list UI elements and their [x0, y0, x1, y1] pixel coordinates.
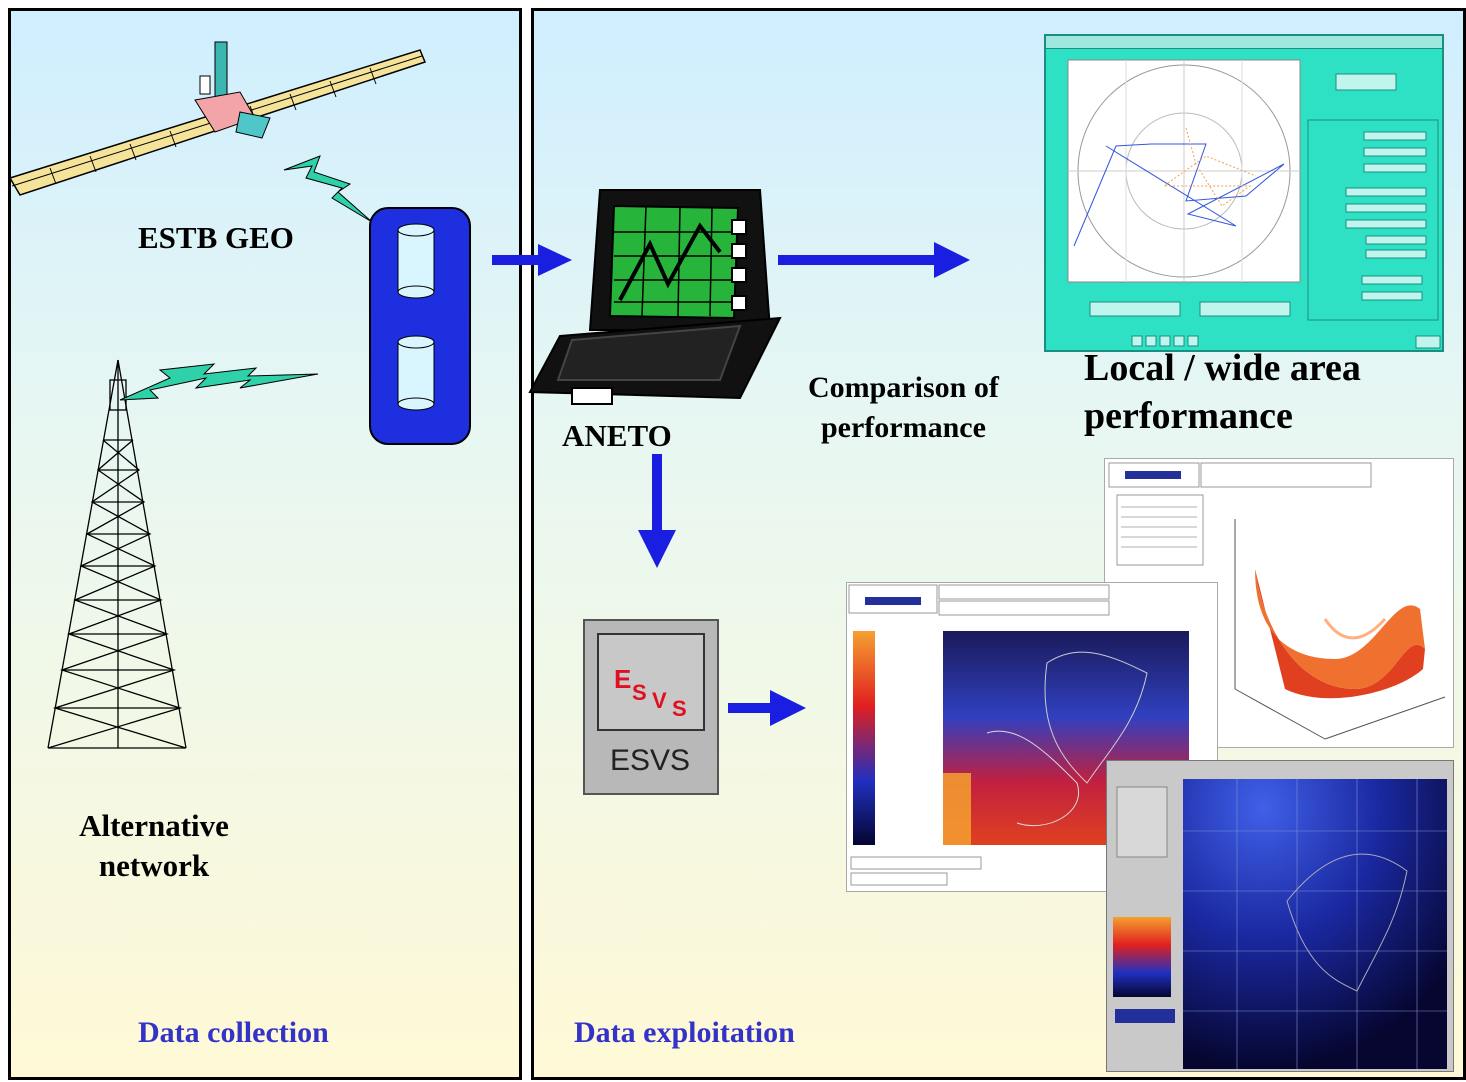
- flow-arrow-icon: [778, 242, 970, 278]
- tower-lightning-icon: [119, 363, 319, 401]
- data-exploitation-title: Data exploitation: [574, 1016, 795, 1049]
- flow-arrow-icon: [638, 454, 676, 568]
- workstation-icon: [528, 189, 782, 405]
- data-collection-title: Data collection: [138, 1016, 329, 1049]
- svg-text:E: E: [614, 664, 631, 694]
- alternative-network-label: Alternative network: [79, 808, 229, 883]
- svg-text:S: S: [672, 696, 687, 721]
- flow-arrow-icon: [728, 690, 806, 726]
- svg-text:S: S: [632, 680, 647, 705]
- satellite-icon: [8, 41, 427, 196]
- svg-text:V: V: [652, 688, 667, 713]
- database-icon: [369, 207, 471, 445]
- performance-label: Local / wide area performance: [1084, 347, 1361, 437]
- coverage-map-icon: [1113, 779, 1447, 1069]
- esvs-badge-icon: E S V S ESVS: [583, 619, 719, 795]
- polar-plot-icon: [1067, 59, 1441, 349]
- flow-arrow-icon: [492, 244, 572, 276]
- svg-text:ESVS: ESVS: [610, 744, 690, 777]
- performance-window-screenshot: [1044, 34, 1444, 352]
- surface-plot-icon: [1108, 462, 1446, 740]
- comparison-label: Comparison of performance: [808, 371, 999, 444]
- tower-icon: [47, 359, 187, 749]
- satellite-label: ESTB GEO: [138, 220, 294, 255]
- data-collection-panel: [8, 8, 522, 1080]
- coverage-map-screenshot: [1106, 760, 1454, 1072]
- aneto-label: ANETO: [562, 418, 672, 453]
